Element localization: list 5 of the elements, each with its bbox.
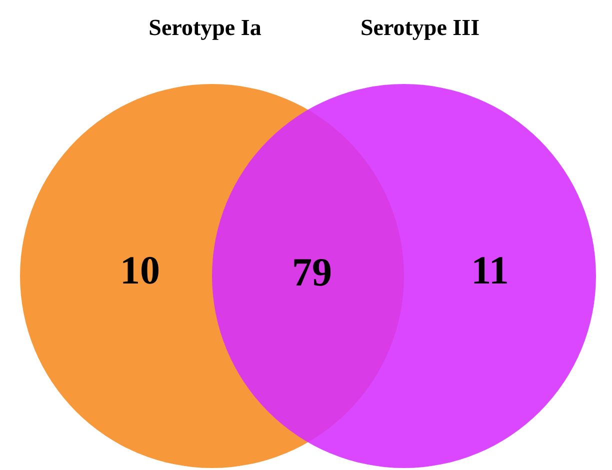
count-label: 79	[292, 248, 332, 296]
set-title: Serotype III	[360, 15, 480, 41]
count-label: 10	[120, 246, 160, 294]
set-title: Serotype Ia	[148, 15, 262, 41]
count-label: 11	[471, 246, 509, 294]
